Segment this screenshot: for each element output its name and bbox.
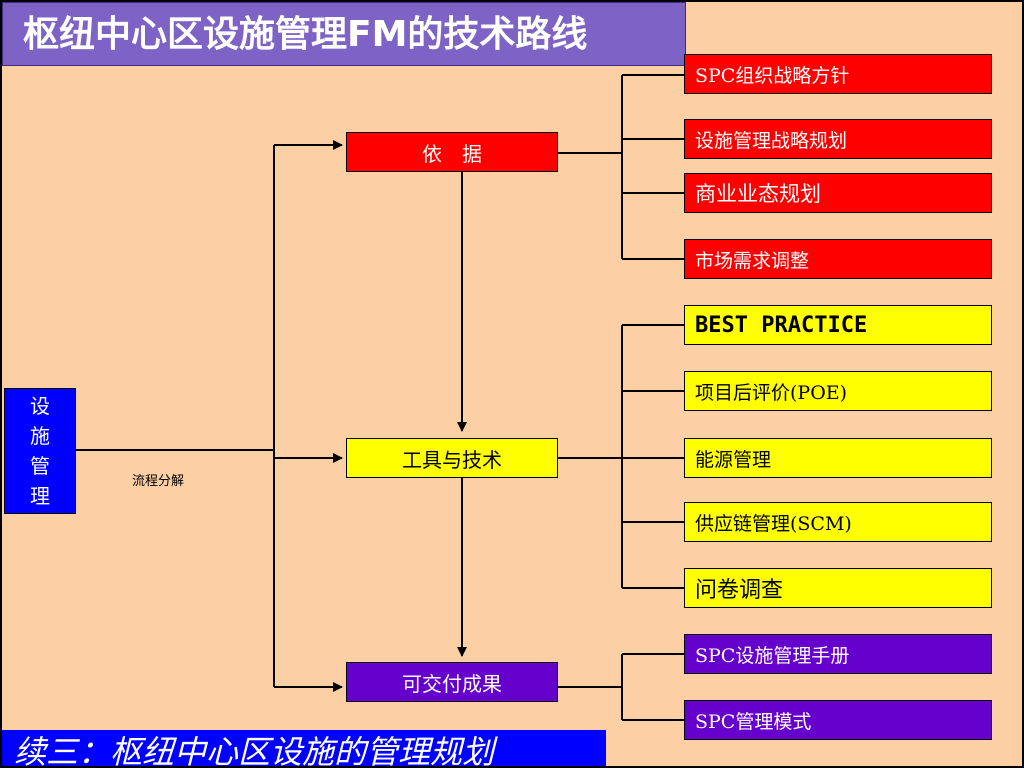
process-note: 流程分解 — [132, 474, 185, 489]
root-char: 理 — [30, 484, 50, 508]
basis-item: 市场需求调整 — [684, 239, 992, 279]
node-tools: 工具与技术 — [346, 438, 558, 478]
node-deliverables: 可交付成果 — [346, 662, 558, 702]
tool-item: 问卷调查 — [684, 568, 992, 608]
tool-item: 项目后评价(POE) — [684, 371, 992, 411]
root-char: 管 — [30, 454, 50, 478]
root-char: 施 — [30, 424, 50, 448]
deliverable-item: SPC管理模式 — [684, 700, 992, 740]
footer-banner: 续三：枢纽中心区设施的管理规划 — [2, 730, 606, 766]
root-char: 设 — [30, 394, 50, 418]
node-basis: 依 据 — [346, 132, 558, 172]
tool-item: BEST PRACTICE — [684, 305, 992, 345]
tool-item: 供应链管理(SCM) — [684, 502, 992, 542]
basis-item: 设施管理战略规划 — [684, 119, 992, 159]
basis-item: SPC组织战略方针 — [684, 54, 992, 94]
basis-item: 商业业态规划 — [684, 173, 992, 213]
page-title: 枢纽中心区设施管理FM的技术路线 — [23, 14, 588, 55]
deliverable-item: SPC设施管理手册 — [684, 634, 992, 674]
tool-item: 能源管理 — [684, 438, 992, 478]
title-bar: 枢纽中心区设施管理FM的技术路线 — [2, 2, 686, 66]
root-node-facility-management: 设 施 管 理 — [4, 388, 76, 514]
